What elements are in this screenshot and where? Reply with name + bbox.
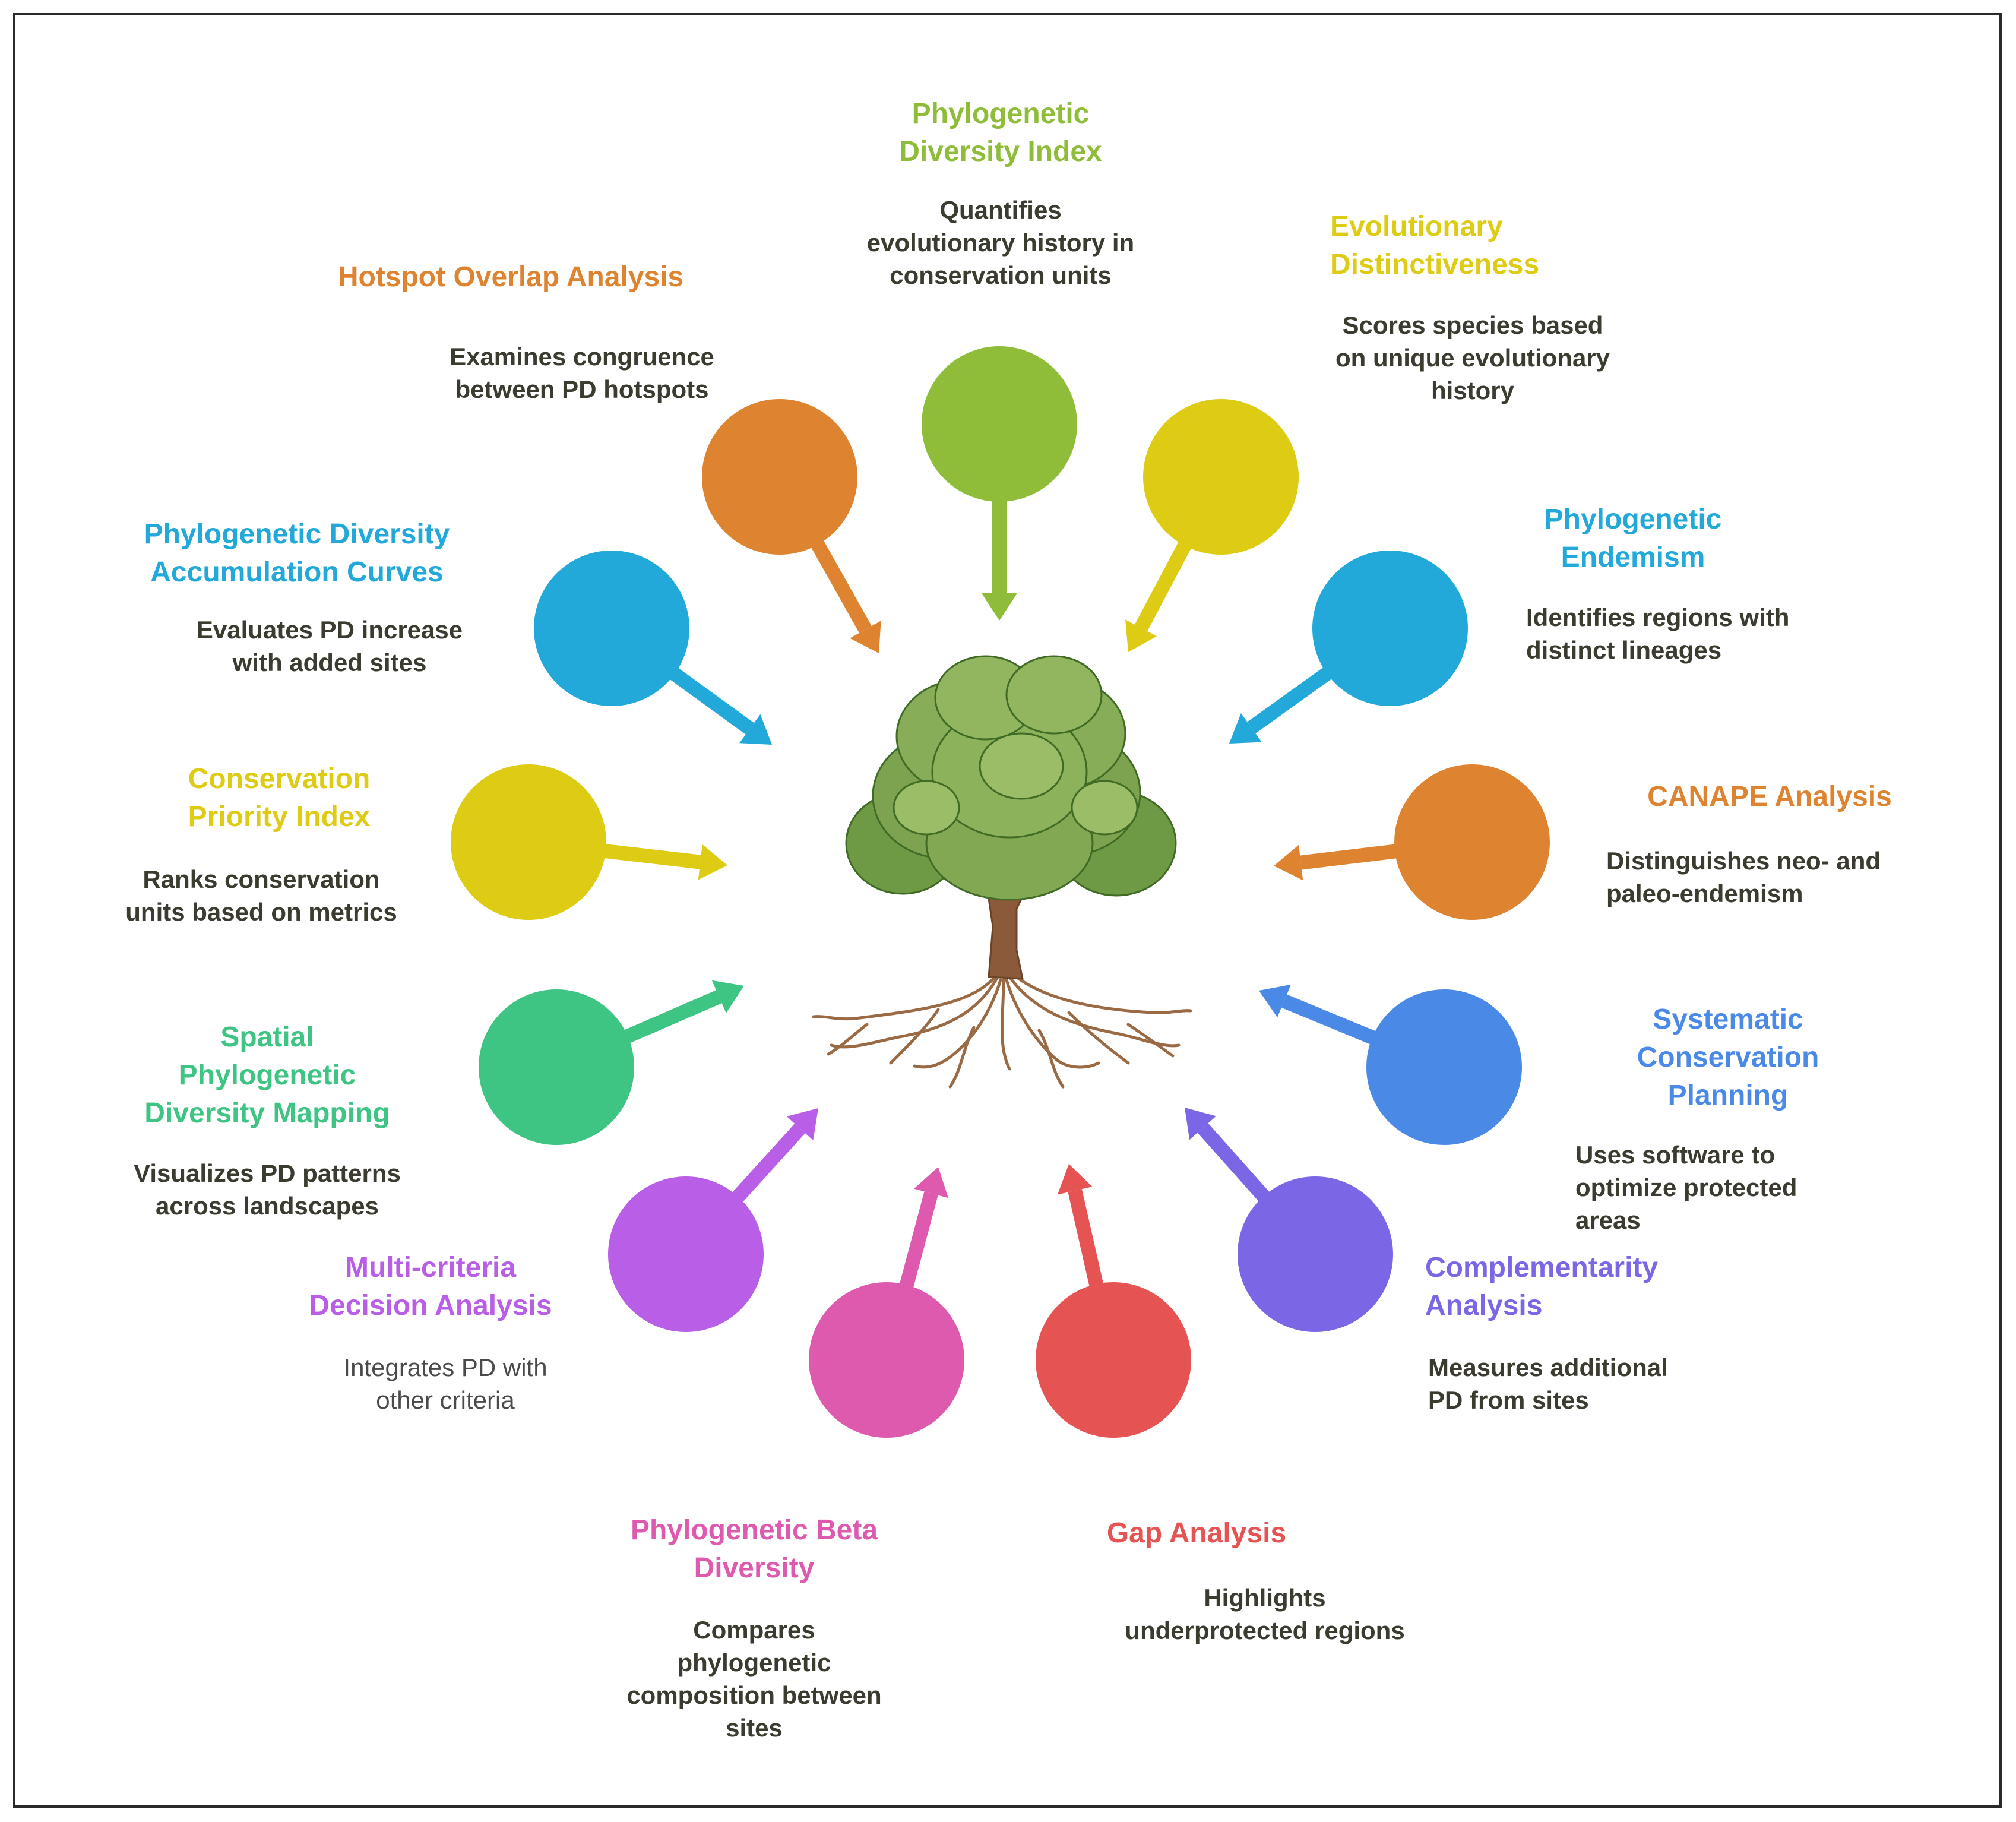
node-complementarity-analysis: [1185, 1108, 1393, 1332]
node-description: Integrates PD with other criteria: [343, 1353, 547, 1414]
node-title: Phylogenetic Diversity Accumulation Curv…: [144, 518, 450, 588]
node-circle: [451, 764, 606, 920]
node-description: Scores species based on unique evolution…: [1335, 311, 1610, 404]
diagram-frame: [13, 13, 2002, 1808]
arrow-shaft: [1247, 664, 1336, 733]
node-title: Evolutionary Distinctiveness: [1330, 211, 1540, 280]
node-systematic-conservation-planning: [1259, 984, 1522, 1145]
node-title: Multi-criteria Decision Analysis: [309, 1252, 552, 1321]
node-title: Phylogenetic Endemism: [1544, 504, 1722, 573]
arrow-shaft: [1281, 994, 1381, 1046]
node-description: Identifies regions with distinct lineage…: [1526, 603, 1790, 664]
node-description: Highlights underprotected regions: [1125, 1584, 1405, 1644]
node-conservation-priority-index: [451, 764, 727, 920]
arrow-head-icon: [1259, 984, 1291, 1018]
arrow-shaft: [1134, 537, 1194, 631]
node-title: CANAPE Analysis: [1647, 781, 1892, 812]
tree-with-roots-icon: [812, 655, 1192, 1089]
node-spatial-phylogenetic-diversity-mapping: [479, 980, 744, 1145]
arrow-head-icon: [850, 621, 881, 653]
node-description: Evaluates PD increase with added sites: [196, 616, 463, 676]
node-circle: [702, 399, 857, 555]
node-title: Hotspot Overlap Analysis: [337, 261, 684, 293]
node-circle: [1036, 1282, 1191, 1438]
arrow-head-icon: [982, 593, 1017, 621]
arrow-shaft: [1300, 843, 1402, 870]
node-circle: [1238, 1176, 1393, 1332]
node-title: Gap Analysis: [1106, 1517, 1287, 1549]
node-circle: [1143, 399, 1299, 555]
node-title: Systematic Conservation Planning: [1637, 1004, 1819, 1111]
node-description: Distinguishes neo- and paleo-endemism: [1606, 847, 1881, 907]
node-canape-analysis: [1274, 764, 1550, 920]
node-circle: [534, 551, 689, 706]
arrow-shaft: [619, 990, 722, 1045]
connector-layer: [451, 346, 1550, 1438]
node-title: Phylogenetic Beta Diversity: [630, 1514, 878, 1584]
node-description: Compares phylogenetic composition betwee…: [626, 1616, 882, 1742]
arrow-shaft: [599, 843, 701, 869]
node-phylogenetic-endemism: [1229, 551, 1468, 744]
arrow-head-icon: [739, 714, 772, 745]
node-description: Uses software to optimize protected area…: [1575, 1141, 1797, 1234]
node-circle: [1366, 989, 1522, 1145]
arrow-shaft: [665, 665, 754, 735]
node-gap-analysis: [1036, 1164, 1191, 1438]
node-multi-criteria-decision-analysis: [608, 1108, 818, 1332]
arrow-shaft: [1068, 1189, 1104, 1292]
node-description: Examines congruence between PD hotspots: [450, 343, 714, 403]
node-description: Ranks conservation units based on metric…: [125, 865, 397, 926]
arrow-head-icon: [1185, 1108, 1216, 1140]
node-title: Phylogenetic Diversity Index: [899, 98, 1102, 167]
arrow-shaft: [1197, 1123, 1273, 1206]
node-hotspot-overlap-analysis: [702, 399, 881, 653]
arrow-head-icon: [1125, 619, 1157, 652]
arrow-head-icon: [711, 980, 744, 1013]
node-title: Spatial Phylogenetic Diversity Mapping: [144, 1021, 390, 1129]
node-circle: [809, 1282, 964, 1438]
node-title: Conservation Priority Index: [188, 763, 371, 833]
arrow-head-icon: [786, 1108, 818, 1141]
node-description: Measures additional PD from sites: [1428, 1353, 1668, 1414]
node-description: Visualizes PD patterns across landscapes: [134, 1159, 401, 1220]
node-description: Quantifies evolutionary history in conse…: [866, 196, 1135, 289]
node-circle: [922, 346, 1077, 502]
node-circle: [479, 989, 634, 1145]
node-circle: [1312, 551, 1468, 706]
node-evolutionary-distinctiveness: [1125, 399, 1299, 652]
arrow-head-icon: [914, 1167, 949, 1198]
arrow-head-icon: [1229, 713, 1262, 744]
arrow-head-icon: [1057, 1164, 1093, 1195]
node-phylogenetic-diversity-accumulation-curves: [534, 551, 772, 745]
node-phylogenetic-diversity-index: [922, 346, 1077, 621]
node-circle: [1394, 764, 1550, 920]
arrow-shaft: [898, 1191, 938, 1293]
arrow-head-icon: [1274, 844, 1303, 881]
arrow-shaft: [729, 1124, 805, 1206]
node-phylogenetic-beta-diversity: [809, 1167, 964, 1438]
node-circle: [608, 1176, 764, 1332]
node-title: Complementarity Analysis: [1425, 1252, 1659, 1321]
arrow-shaft: [808, 536, 872, 633]
arrow-head-icon: [698, 844, 727, 880]
